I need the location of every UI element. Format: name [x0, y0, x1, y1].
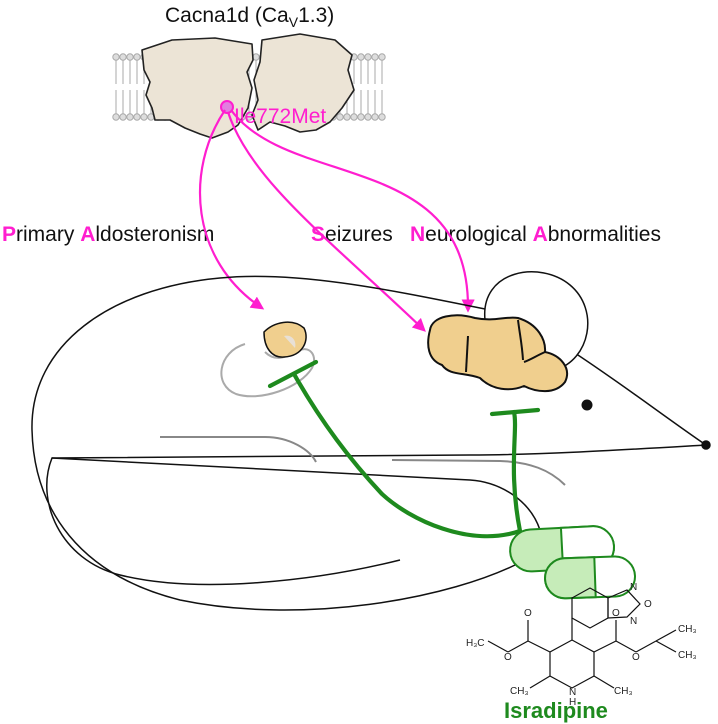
atom-me-right: CH₃ [614, 686, 633, 697]
atom-me-iso2: CH₃ [678, 624, 697, 635]
phenotype-seizures: Seizures [311, 223, 393, 246]
channel-title: Cacna1d (CaV1.3) [165, 4, 334, 30]
mutation-label: Ile772Met [234, 105, 326, 128]
brain [427, 314, 568, 393]
phenotype-primary-aldosteronism: Primary Aldosteronism [2, 223, 214, 246]
atom-h3c: H₃C [466, 638, 485, 649]
phenotype-neurological-abnormalities: Neurological Abnormalities [410, 223, 661, 246]
arrow-to-adrenal [199, 109, 265, 310]
isradipine-pills [509, 525, 636, 600]
atom-o-right-carbonyl: O [612, 608, 620, 619]
atom-o1: O [644, 599, 652, 610]
effect-arrows [199, 109, 475, 332]
initial-p: P [2, 223, 16, 246]
drug-name: Isradipine [504, 698, 608, 723]
mouse-internal-lines [160, 436, 566, 486]
atom-n2: N [630, 616, 637, 627]
atom-h-ring: H [569, 697, 576, 708]
atom-o-right-ester: O [632, 652, 640, 663]
atom-n-ring: N [569, 687, 576, 698]
arrow-to-brain-seizures [226, 111, 426, 332]
atom-me-left: CH₃ [510, 686, 529, 697]
title-gene: Cacna1d (Ca [165, 4, 289, 27]
mouse-ear [484, 271, 589, 371]
calcium-channel [141, 33, 355, 139]
mouse-eye [581, 399, 593, 411]
title-tail: 1.3) [298, 4, 334, 27]
atom-n1: N [630, 582, 637, 593]
isradipine-atom-labels: N O N O O H₃C O O CH₃ CH₃ CH₃ CH₃ N H [466, 582, 697, 708]
inhibition-lines [267, 359, 541, 539]
adrenal-gland [263, 321, 307, 358]
atom-me-iso1: CH₃ [678, 650, 697, 661]
atom-o-left-carbonyl: O [524, 608, 532, 619]
atom-o-left-ester: O [504, 652, 512, 663]
isradipine-structure [487, 587, 677, 689]
title-sub: V [289, 14, 299, 30]
arrow-to-brain-neuro [230, 109, 475, 313]
